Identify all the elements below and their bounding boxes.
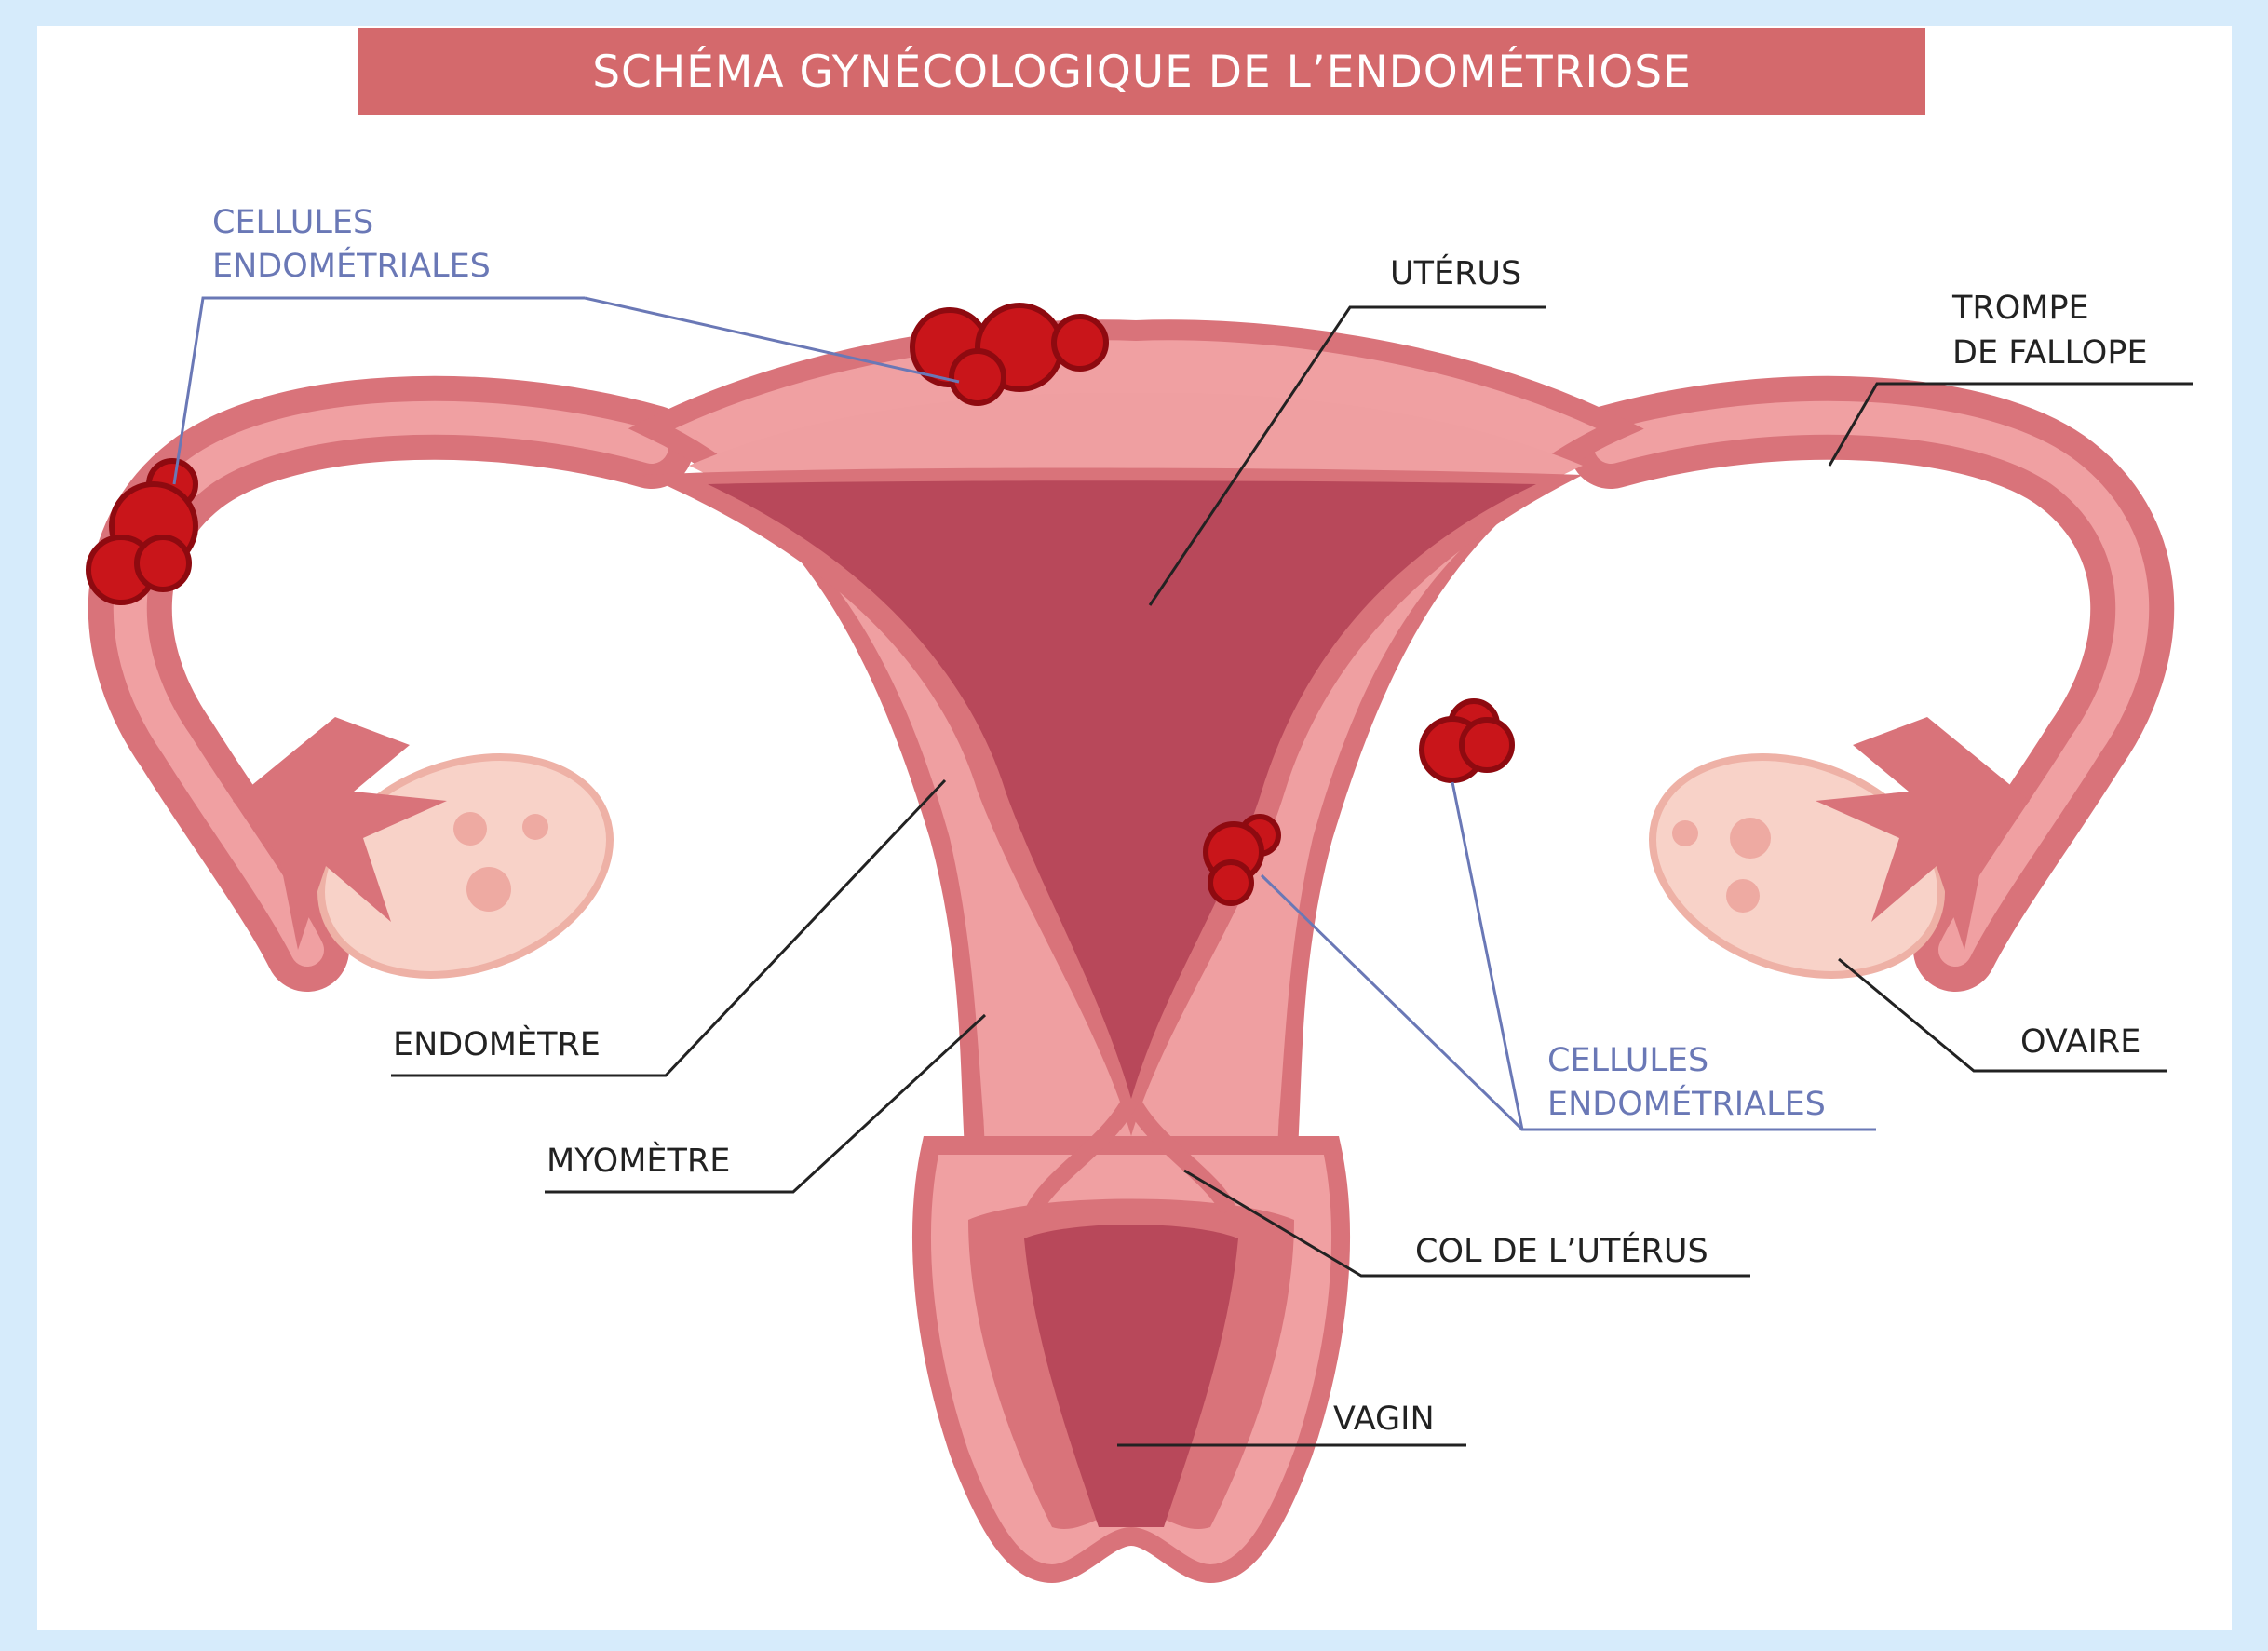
label-col: COL DE L’UTÉRUS — [1415, 1231, 1708, 1270]
title-banner: SCHÉMA GYNÉCOLOGIQUE DE L’ENDOMÉTRIOSE — [358, 28, 1925, 115]
label-cellules-bottom-2: ENDOMÉTRIALES — [1547, 1084, 1826, 1123]
label-vagin: VAGIN — [1333, 1401, 1435, 1438]
page-title: SCHÉMA GYNÉCOLOGIQUE DE L’ENDOMÉTRIOSE — [592, 47, 1692, 98]
label-uterus: UTÉRUS — [1390, 253, 1521, 292]
label-myometre: MYOMÈTRE — [547, 1141, 730, 1180]
label-ovaire: OVAIRE — [2020, 1023, 2140, 1061]
lesion-right-wall — [1422, 701, 1512, 780]
cervix-vagina — [922, 1099, 1341, 1574]
label-trompe-1: TROMPE — [1951, 290, 2089, 327]
label-endometre: ENDOMÈTRE — [393, 1024, 601, 1063]
label-cellules-top-1: CELLULES — [212, 204, 373, 241]
label-cellules-top-2: ENDOMÉTRIALES — [212, 246, 491, 285]
label-trompe-2: DE FALLOPE — [1952, 334, 2148, 372]
label-cellules-bottom-1: CELLULES — [1547, 1042, 1708, 1079]
